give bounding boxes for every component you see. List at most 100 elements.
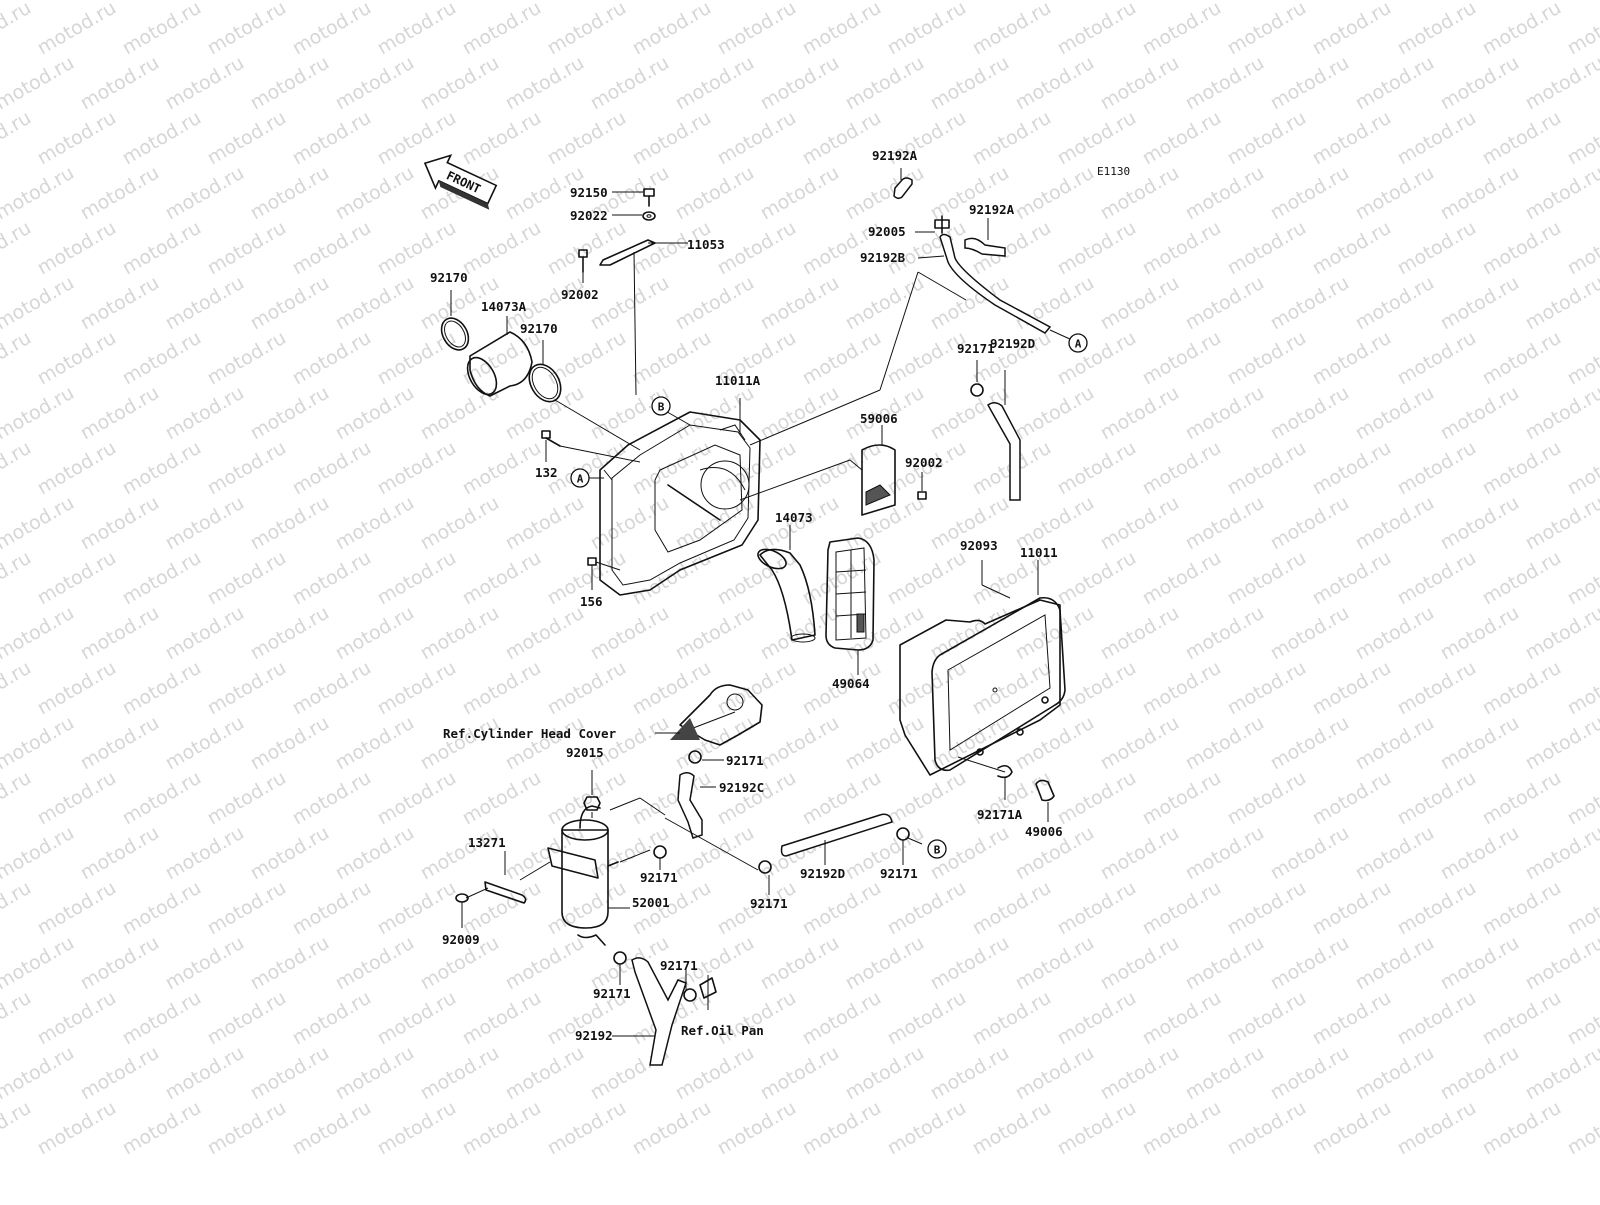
watermark-text: motod.ru — [927, 932, 1013, 995]
watermark-text: motod.ru — [374, 877, 460, 940]
watermark-text: motod.ru — [1054, 1097, 1140, 1160]
watermark-text: motod.ru — [34, 767, 120, 830]
watermark-text: motod.ru — [374, 437, 460, 500]
watermark-text: motod.ru — [77, 932, 163, 995]
watermark-text: motod.ru — [0, 162, 78, 225]
watermark-text: motod.ru — [0, 987, 35, 1050]
watermark-text: motod.ru — [1309, 1097, 1395, 1160]
watermark-text: motod.ru — [247, 272, 333, 335]
watermark-text: motod.ru — [417, 822, 503, 885]
watermark-text: motod.ru — [332, 272, 418, 335]
watermark-text: motod.ru — [0, 52, 78, 115]
watermark-text: motod.ru — [544, 107, 630, 170]
watermark-text: motod.ru — [204, 217, 290, 280]
watermark-text: motod.ru — [842, 602, 928, 665]
watermark-text: motod.ru — [247, 712, 333, 775]
watermark-text: motod.ru — [0, 492, 78, 555]
label-92093: 92093 — [960, 538, 998, 553]
watermark-text: motod.ru — [1352, 382, 1438, 445]
label-156: 156 — [580, 594, 603, 609]
watermark-text: motod.ru — [1352, 272, 1438, 335]
watermark-text: motod.ru — [417, 52, 503, 115]
watermark-text: motod.ru — [1352, 52, 1438, 115]
watermark-text: motod.ru — [1097, 0, 1183, 4]
watermark-text: motod.ru — [417, 382, 503, 445]
watermark-text: motod.ru — [1012, 1042, 1098, 1105]
watermark-text: motod.ru — [247, 1042, 333, 1105]
label-11011: 11011 — [1020, 545, 1058, 560]
label-92002-mid: 92002 — [905, 455, 943, 470]
label-92192D-low: 92192D — [800, 866, 845, 881]
plate-59006 — [862, 425, 895, 515]
watermark-text: motod.ru — [1267, 712, 1353, 775]
watermark-text: motod.ru — [289, 217, 375, 280]
watermark-text: motod.ru — [1309, 217, 1395, 280]
label-92171-e: 92171 — [750, 896, 788, 911]
watermark-text: motod.ru — [289, 1097, 375, 1160]
watermark-text: motod.ru — [417, 1042, 503, 1105]
watermark-text: motod.ru — [1139, 547, 1225, 610]
watermark-text: motod.ru — [1012, 0, 1098, 4]
watermark-text: motod.ru — [77, 52, 163, 115]
marker-b-right: B — [928, 840, 946, 858]
watermark-text: motod.ru — [374, 987, 460, 1050]
watermark-text: motod.ru — [417, 712, 503, 775]
watermark-text: motod.ru — [1564, 327, 1600, 390]
watermark-text: motod.ru — [1564, 767, 1600, 830]
label-49006: 49006 — [1025, 824, 1063, 839]
watermark-text: motod.ru — [332, 602, 418, 665]
watermark-text: motod.ru — [1479, 217, 1565, 280]
watermark-text: motod.ru — [757, 272, 843, 335]
watermark-text: motod.ru — [1479, 657, 1565, 720]
watermark-text: motod.ru — [1437, 822, 1523, 885]
watermark-text: motod.ru — [1352, 162, 1438, 225]
watermark-text: motod.ru — [204, 1097, 290, 1160]
watermark-text: motod.ru — [927, 1042, 1013, 1105]
watermark-text: motod.ru — [1309, 107, 1395, 170]
watermark-text: motod.ru — [1054, 547, 1140, 610]
watermark-text: motod.ru — [77, 492, 163, 555]
label-132: 132 — [535, 465, 558, 480]
watermark-text: motod.ru — [672, 272, 758, 335]
watermark-text: motod.ru — [0, 547, 35, 610]
watermark-text: motod.ru — [714, 547, 800, 610]
label-92192: 92192 — [575, 1028, 613, 1043]
watermark-text: motod.ru — [204, 987, 290, 1050]
watermark-text: motod.ru — [1394, 0, 1480, 59]
watermark-text: motod.ru — [119, 107, 205, 170]
watermark-text: motod.ru — [1479, 107, 1565, 170]
watermark-text: motod.ru — [757, 162, 843, 225]
watermark-text: motod.ru — [417, 492, 503, 555]
watermark-text: motod.ru — [587, 272, 673, 335]
watermark-text: motod.ru — [119, 1097, 205, 1160]
watermark-text: motod.ru — [1352, 932, 1438, 995]
watermark-text: motod.ru — [1097, 492, 1183, 555]
watermark-text: motod.ru — [247, 822, 333, 885]
watermark-text: motod.ru — [1437, 602, 1523, 665]
watermark-text: motod.ru — [1012, 712, 1098, 775]
watermark-text: motod.ru — [1564, 107, 1600, 170]
watermark-text: motod.ru — [1054, 0, 1140, 59]
watermark-text: motod.ru — [1267, 932, 1353, 995]
watermark-text: motod.ru — [1224, 547, 1310, 610]
watermark-text: motod.ru — [119, 437, 205, 500]
watermark-text: motod.ru — [77, 712, 163, 775]
label-ref-cylinder-head: Ref.Cylinder Head Cover — [443, 726, 617, 741]
watermark-text: motod.ru — [1352, 1042, 1438, 1105]
watermark-text: motod.ru — [162, 712, 248, 775]
label-92171-c: 92171 — [726, 753, 764, 768]
watermark-text: motod.ru — [1479, 767, 1565, 830]
watermark-text: motod.ru — [459, 217, 545, 280]
watermark-text: motod.ru — [1224, 0, 1310, 59]
watermark-text: motod.ru — [0, 0, 35, 59]
watermark-text: motod.ru — [969, 657, 1055, 720]
watermark-text: motod.ru — [1564, 437, 1600, 500]
watermark-text: motod.ru — [289, 547, 375, 610]
watermark-text: motod.ru — [884, 547, 970, 610]
watermark-text: motod.ru — [1182, 492, 1268, 555]
watermark-text: motod.ru — [1564, 1097, 1600, 1160]
watermark-text: motod.ru — [714, 217, 800, 280]
watermark-text: motod.ru — [0, 382, 78, 445]
watermark-text: motod.ru — [0, 932, 78, 995]
watermark-text: motod.ru — [1479, 327, 1565, 390]
